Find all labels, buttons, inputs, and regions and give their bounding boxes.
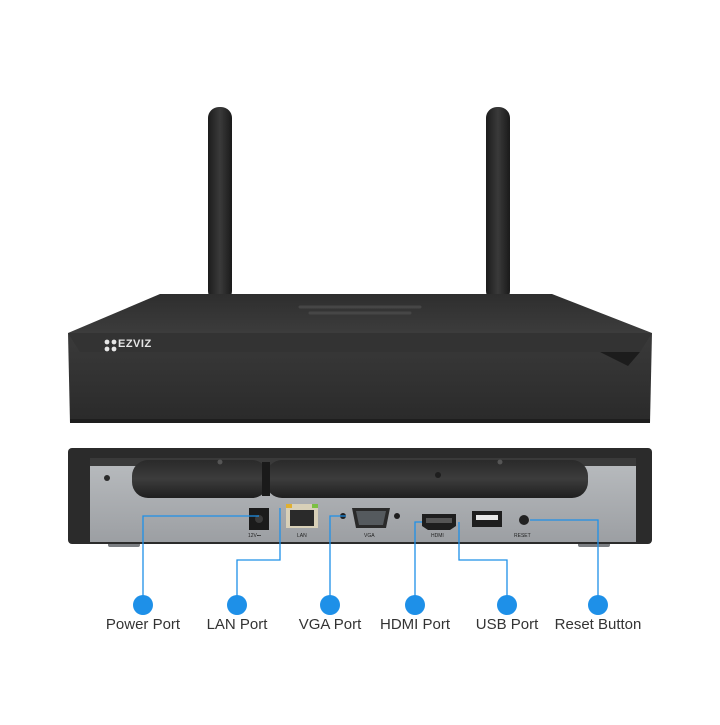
power-port-silkscreen: 12V⎓ [248, 533, 261, 539]
usb-port [472, 511, 502, 527]
vga-port-silkscreen: VGA [364, 533, 375, 539]
reset-silkscreen: RESET [514, 533, 531, 539]
callout-dot-lan [227, 595, 247, 615]
ezviz-logo-icon [104, 339, 117, 352]
lan-port-label: LAN Port [206, 616, 268, 633]
callout-line-lan [236, 508, 281, 604]
power-port [249, 508, 269, 530]
callout-line-power [142, 515, 259, 604]
power-port-label: Power Port [105, 616, 181, 633]
reset-button [519, 515, 529, 525]
hdmi-port [422, 514, 456, 530]
callout-dot-vga [320, 595, 340, 615]
callout-line-reset [530, 519, 599, 604]
nvr-top-surface [68, 294, 652, 333]
hdmi-port-label: HDMI Port [379, 616, 450, 633]
lan-port [286, 504, 318, 528]
callout-dot-hdmi [405, 595, 425, 615]
antenna-right [486, 107, 510, 302]
callout-dot-power [133, 595, 153, 615]
callout-line-hdmi [414, 521, 422, 604]
nvr-front-face [68, 333, 652, 423]
callout-dots [133, 595, 608, 615]
antenna-left [208, 107, 232, 302]
vga-port-label: VGA Port [298, 616, 362, 633]
vga-port [352, 508, 390, 528]
reset-button-label: Reset Button [554, 616, 642, 633]
usb-port-label: USB Port [475, 616, 539, 633]
hdmi-port-silkscreen: HDMI [431, 533, 444, 539]
brand-logo-text: EZVIZ [118, 338, 152, 350]
callout-line-vga [329, 515, 346, 604]
lan-port-silkscreen: LAN [297, 533, 307, 539]
callout-lines [142, 508, 599, 604]
callout-dot-reset [588, 595, 608, 615]
callout-line-usb [458, 522, 508, 604]
nvr-rear-view [68, 448, 652, 547]
callout-dot-usb [497, 595, 517, 615]
